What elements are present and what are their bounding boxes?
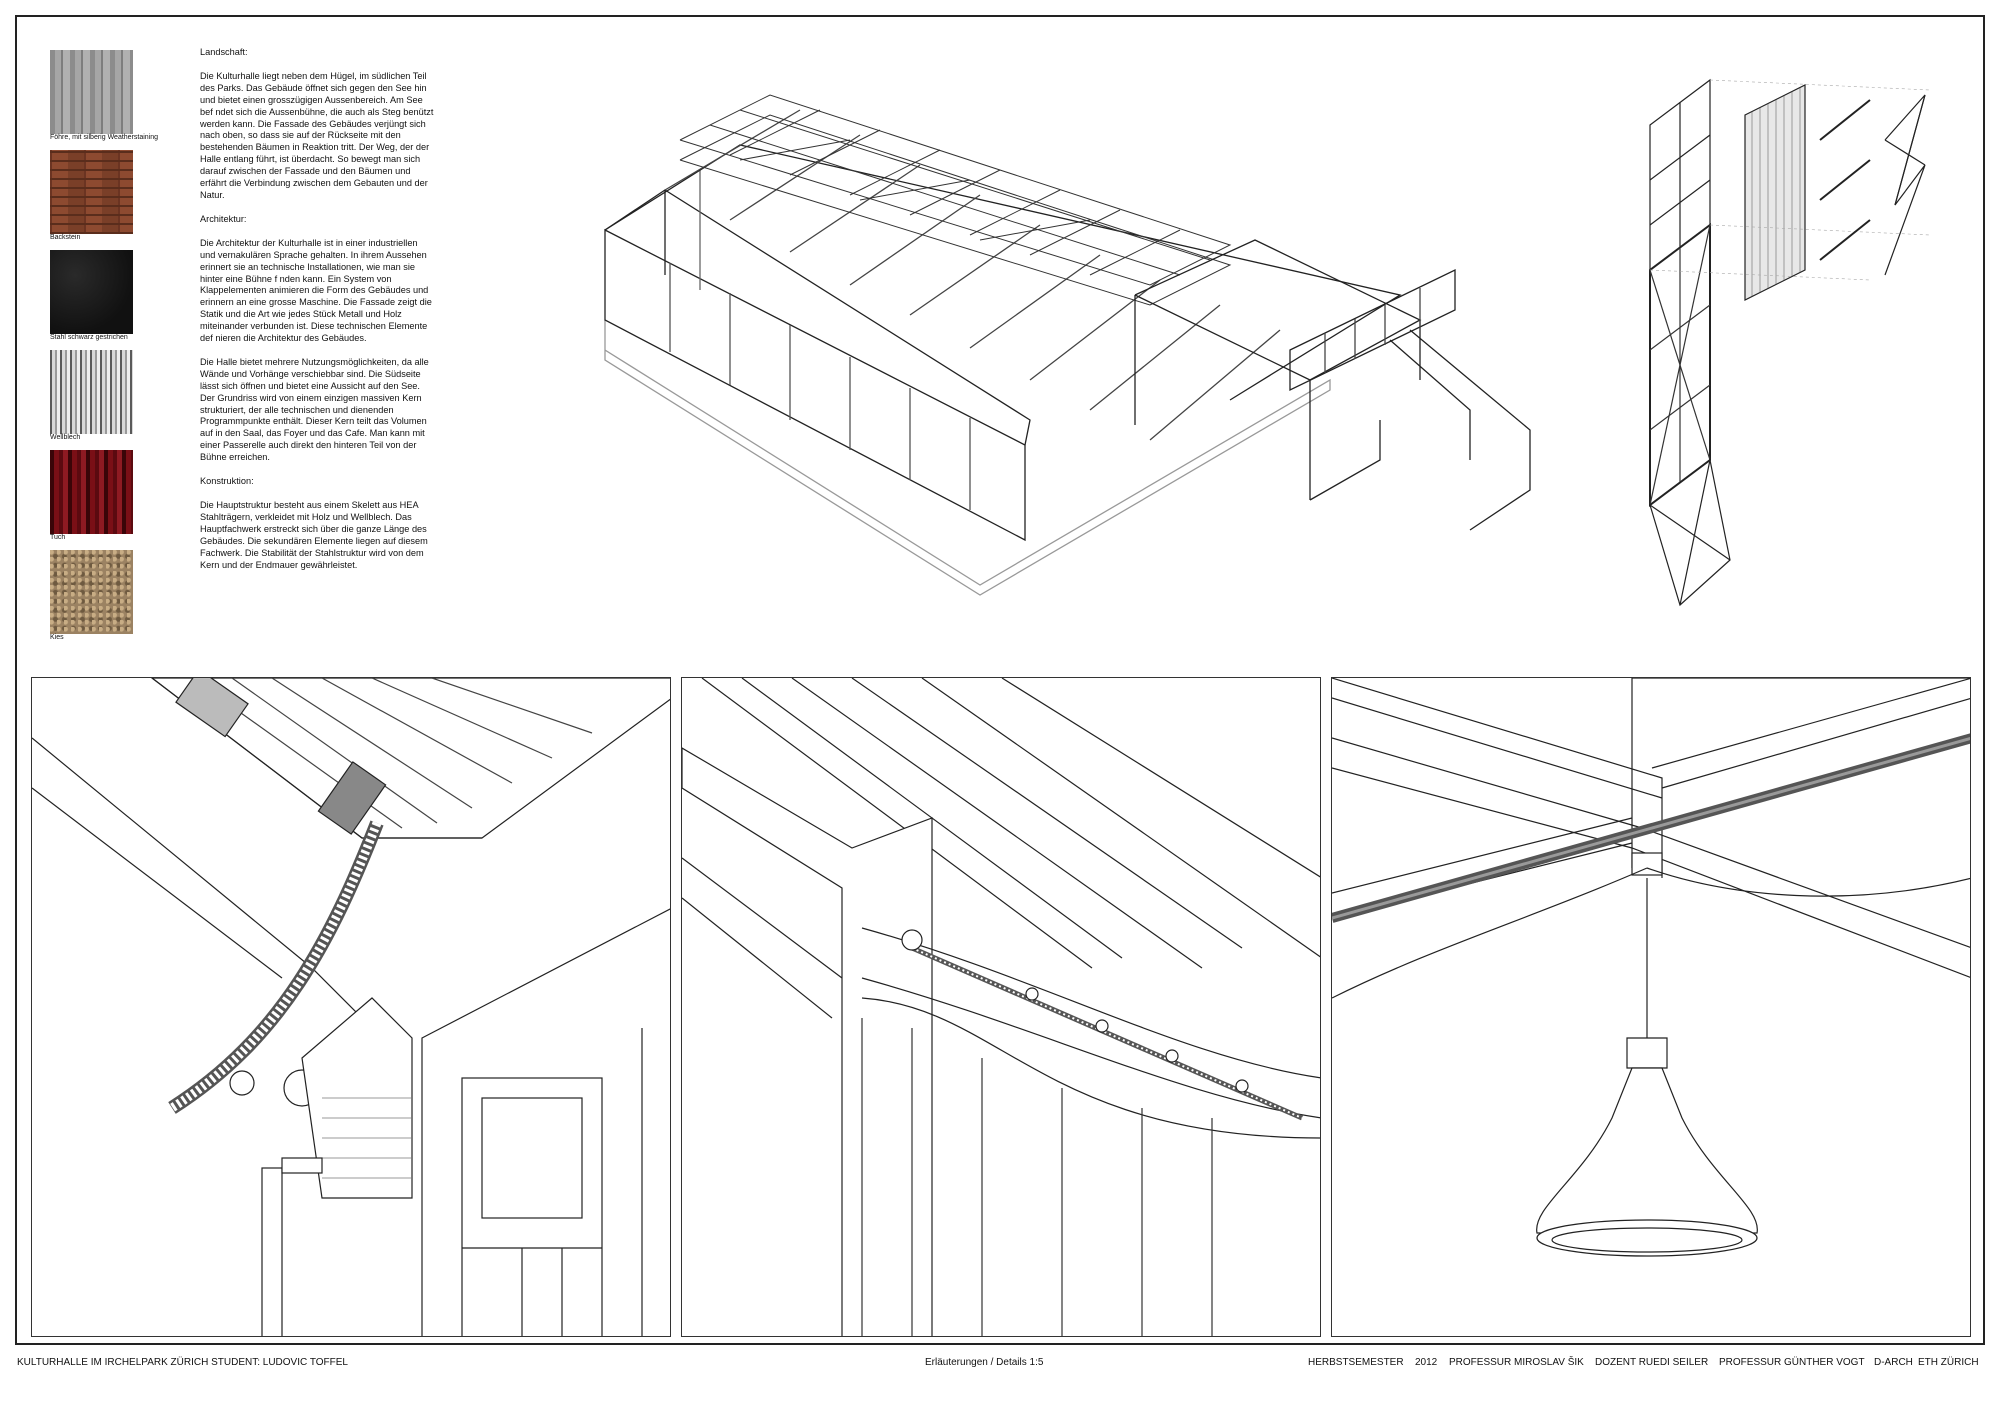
material-label-corrugated: Wellblech bbox=[50, 434, 81, 441]
text-konstruktion: Die Hauptstruktur besteht aus einem Skel… bbox=[200, 500, 428, 570]
sheet-frame bbox=[15, 15, 1985, 1345]
brick-texture-icon bbox=[50, 150, 133, 234]
roof-hinge-gear-detail-icon bbox=[32, 678, 670, 1336]
footer-project: KULTURHALLE IM IRCHELPARK ZÜRICH STUDENT… bbox=[17, 1357, 348, 1368]
material-label-gravel: Kies bbox=[50, 634, 64, 641]
text-landschaft: Die Kulturhalle liegt neben dem Hügel, i… bbox=[200, 70, 434, 200]
footer-year: 2012 bbox=[1415, 1357, 1438, 1368]
corrugated-sheet-texture-icon bbox=[50, 350, 133, 434]
detail-curtain-rail-panel bbox=[681, 677, 1321, 1337]
material-label-curtain: Tuch bbox=[50, 534, 66, 541]
footer-professor-vogt: PROFESSUR GÜNTHER VOGT bbox=[1719, 1357, 1865, 1368]
heading-landschaft: Landschaft: bbox=[200, 47, 248, 57]
facade-panel-exploded-icon bbox=[1649, 78, 1931, 607]
material-label-steel: Stahl schwarz gestrichen bbox=[50, 334, 128, 341]
red-curtain-texture-icon bbox=[50, 450, 133, 534]
footer-school: ETH ZÜRICH bbox=[1918, 1357, 1979, 1368]
heading-architektur: Architektur: bbox=[200, 213, 247, 224]
footer-sheet-title: Erläuterungen / Details 1:5 bbox=[925, 1357, 1044, 1368]
footer-dozent: DOZENT RUEDI SEILER bbox=[1595, 1357, 1709, 1368]
building-isometric-icon bbox=[604, 94, 1531, 596]
text-architektur-2: Die Halle bietet mehrere Nutzungsmöglich… bbox=[200, 356, 429, 463]
detail-roof-hinge-panel bbox=[31, 677, 671, 1337]
gravel-texture-icon bbox=[50, 550, 133, 634]
detail-pendant-lamp-panel bbox=[1331, 677, 1971, 1337]
footer-department: D-ARCH bbox=[1874, 1357, 1913, 1368]
pendant-lamp-detail-icon bbox=[1332, 678, 1970, 1257]
description-text: Landschaft: Die Kulturhalle liegt neben … bbox=[200, 47, 435, 583]
footer-semester: HERBSTSEMESTER bbox=[1308, 1357, 1404, 1368]
material-label-wood: Föhre, mit silberig Weatherstaining bbox=[50, 134, 159, 141]
wood-texture-icon bbox=[50, 50, 133, 134]
text-architektur-1: Die Architektur der Kulturhalle ist in e… bbox=[200, 237, 432, 344]
black-steel-texture-icon bbox=[50, 250, 133, 334]
material-label-brick: Backstein bbox=[50, 234, 81, 241]
curtain-rail-detail-icon bbox=[682, 678, 1320, 1336]
footer-professor-sik: PROFESSUR MIROSLAV ŠIK bbox=[1449, 1357, 1584, 1368]
heading-konstruktion: Konstruktion: bbox=[200, 476, 254, 487]
